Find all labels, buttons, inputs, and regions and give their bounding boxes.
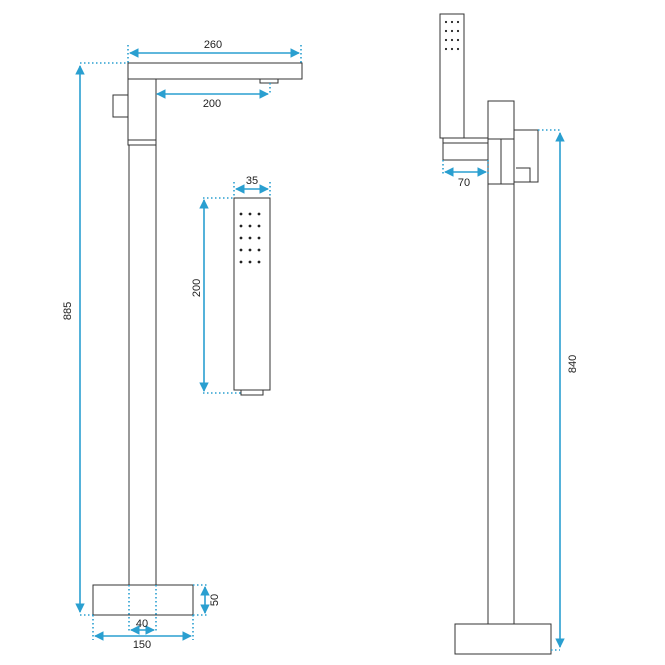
dim-label-40: 40 xyxy=(136,618,148,630)
handshower-nozzles xyxy=(239,212,261,264)
mixer-body xyxy=(127,78,157,146)
dim-label-200-handshower: 200 xyxy=(191,279,203,297)
side-handshower-nozzles xyxy=(444,20,460,51)
spout-aerator xyxy=(259,78,279,84)
side-mixer-cap xyxy=(487,100,515,140)
front-view xyxy=(92,62,303,616)
mixer-lever xyxy=(112,94,129,118)
side-view xyxy=(439,13,552,655)
dim-label-260: 260 xyxy=(204,39,222,51)
side-base-plate xyxy=(454,623,552,655)
dim-label-50: 50 xyxy=(209,594,221,606)
side-handshower xyxy=(439,13,465,139)
handshower-detail xyxy=(233,197,271,396)
handshower-connector xyxy=(240,389,264,396)
dim-label-885: 885 xyxy=(62,302,74,320)
dimension-labels: 260 200 885 35 200 50 40 150 70 840 xyxy=(62,39,579,651)
column-pipe xyxy=(128,144,157,586)
spout xyxy=(127,62,303,80)
dim-label-70: 70 xyxy=(458,177,470,189)
side-column-pipe xyxy=(487,183,515,625)
dimension-lines xyxy=(75,45,565,651)
dim-label-35: 35 xyxy=(246,175,258,187)
base-plate xyxy=(92,584,194,616)
handshower-holder xyxy=(442,137,489,161)
dim-label-150: 150 xyxy=(133,639,151,651)
side-mixer-lever xyxy=(513,129,539,183)
handshower-body xyxy=(233,197,271,391)
dim-label-200-reach: 200 xyxy=(203,98,221,110)
dim-label-840: 840 xyxy=(567,355,579,373)
